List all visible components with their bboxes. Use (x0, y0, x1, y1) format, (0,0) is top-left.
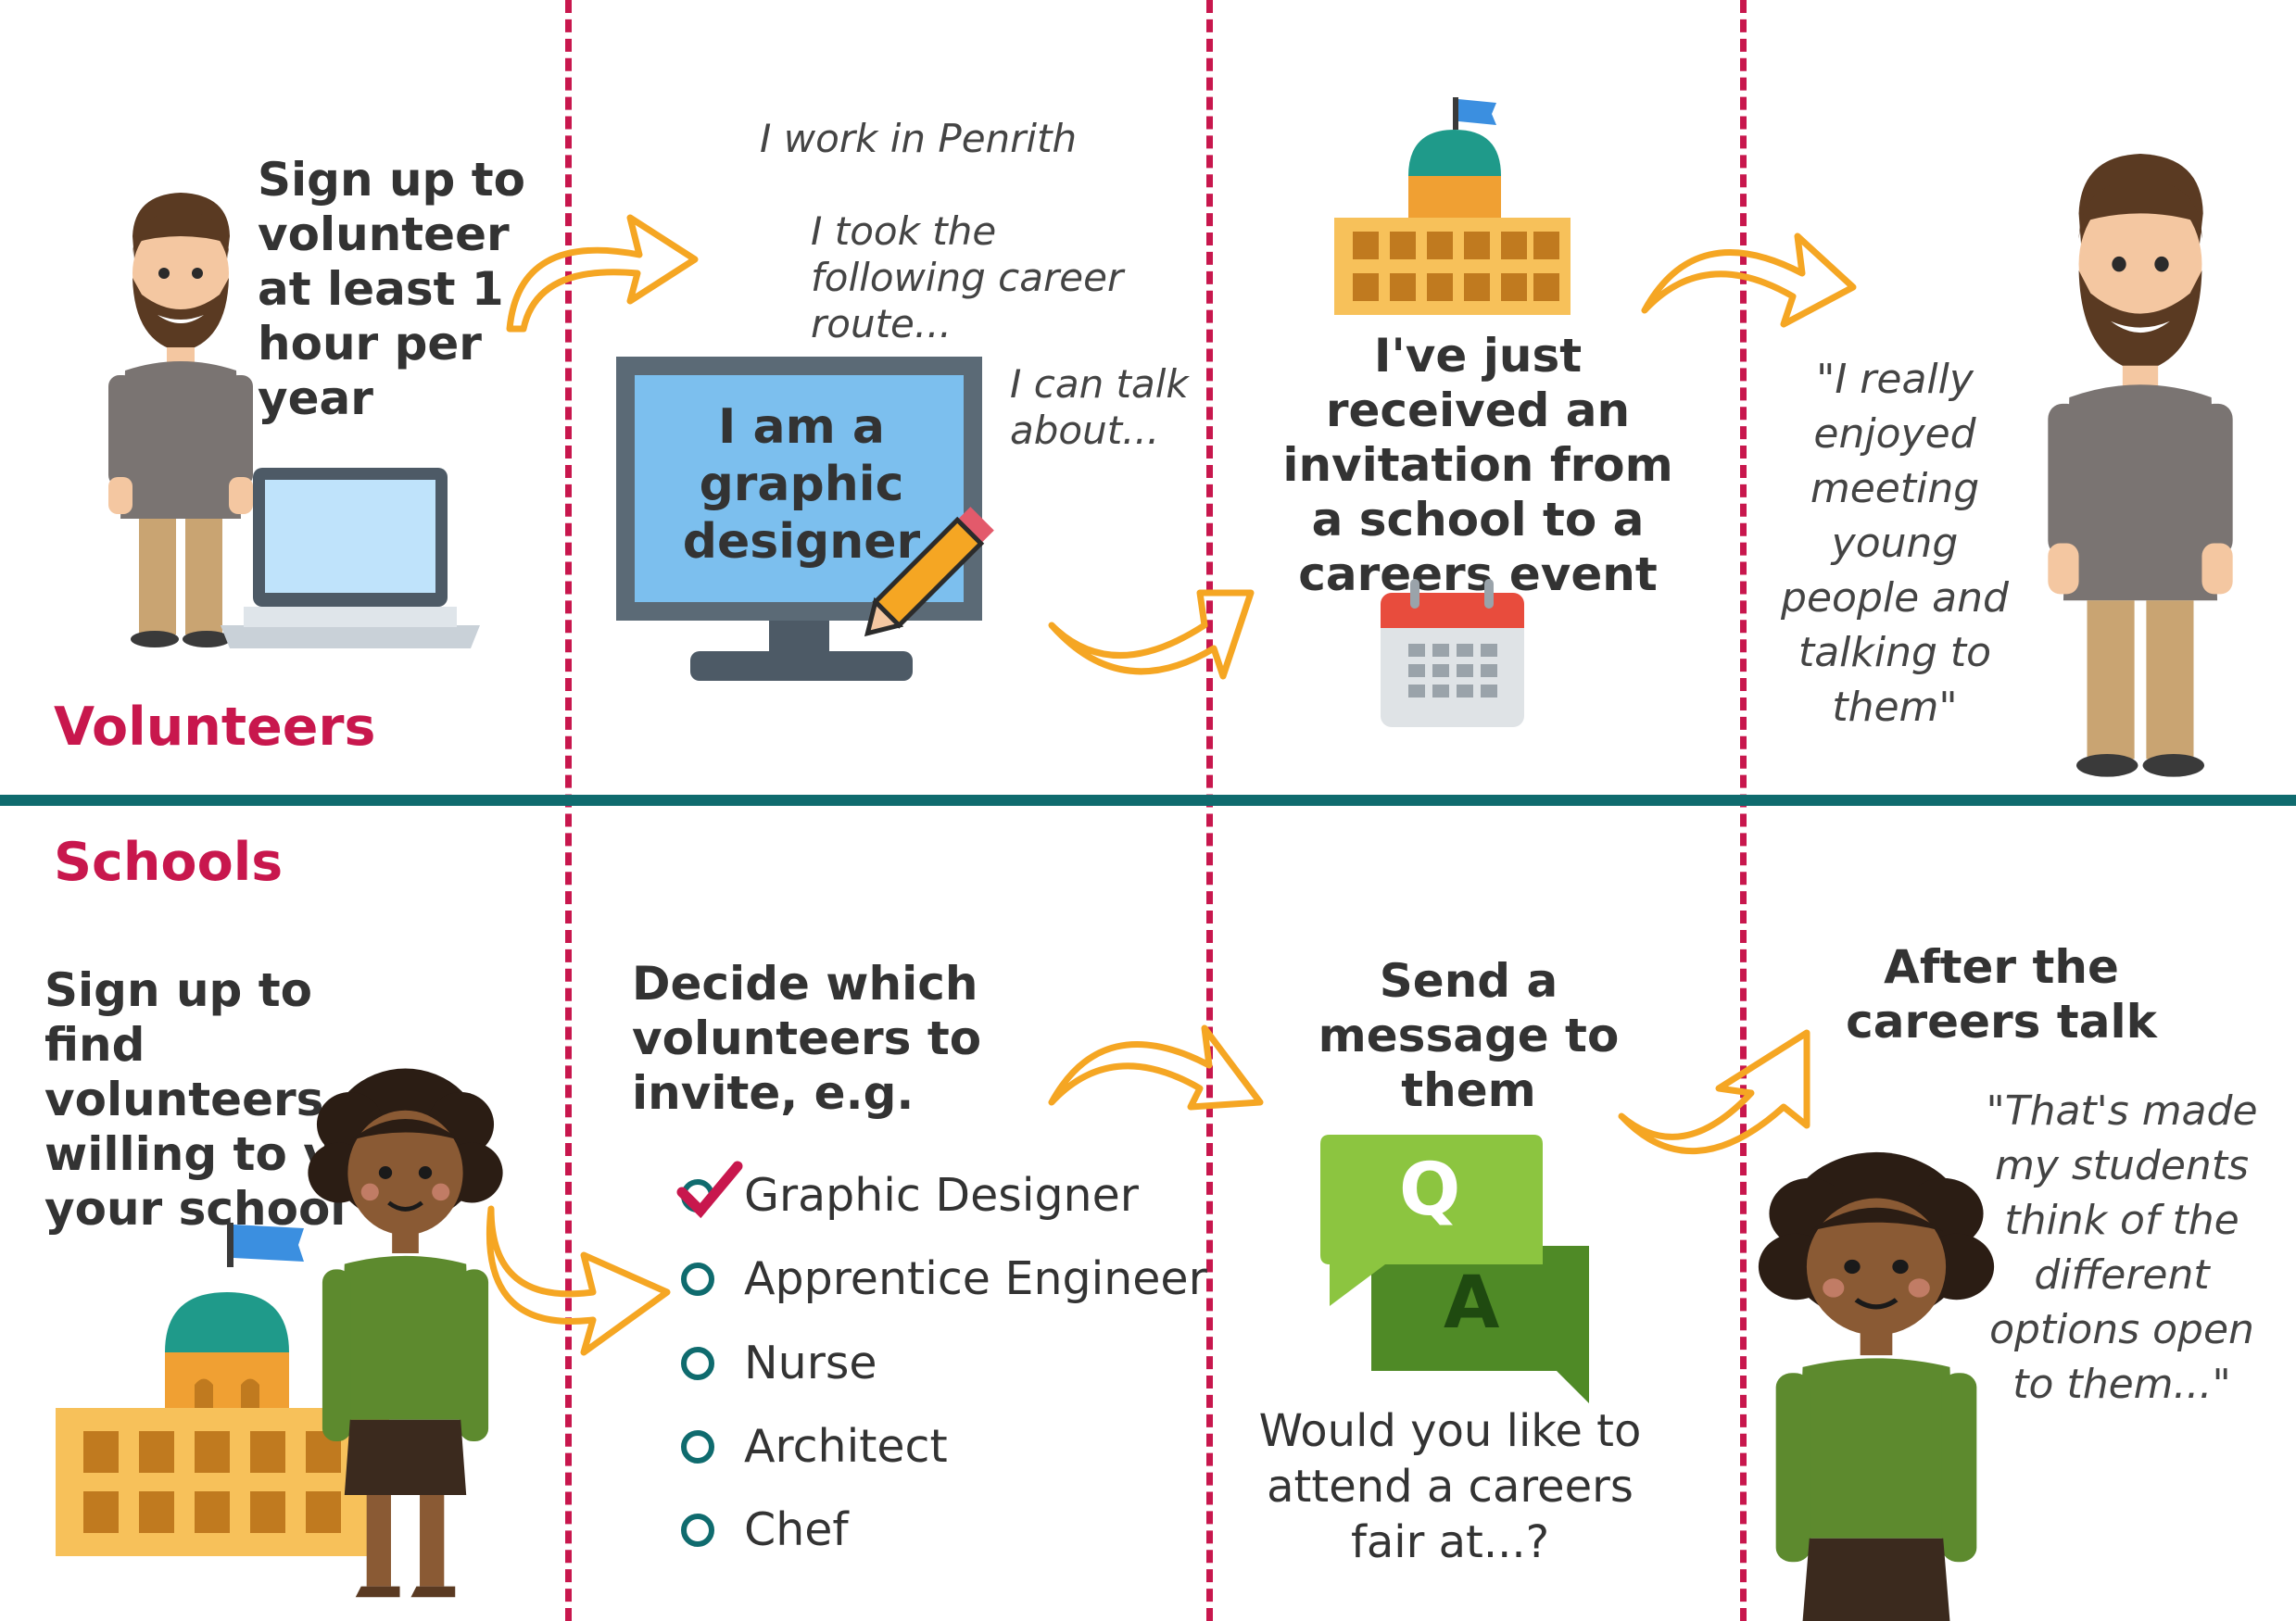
qa-bubbles-icon (1320, 1135, 1589, 1403)
school-building-icon (1334, 97, 1571, 315)
option-architect[interactable]: Architect (681, 1420, 948, 1473)
option-label: Architect (744, 1420, 948, 1473)
curved-arrow-icon (1641, 232, 1857, 328)
school-quote: "That's made my students think of the di… (1986, 1087, 2258, 1408)
talk-about-text: I can talk about... (1010, 361, 1189, 453)
message-text: Would you like to attend a careers fair … (1258, 1405, 1642, 1568)
option-chef[interactable]: Chef (681, 1503, 849, 1556)
radio-unchecked[interactable] (681, 1513, 714, 1547)
option-graphic-designer[interactable]: Graphic Designer (676, 1161, 1139, 1222)
schools-label: Schools (54, 832, 284, 893)
pencil-icon (864, 507, 994, 637)
bubble-q-text: Q (1399, 1149, 1461, 1232)
radio-unchecked[interactable] (681, 1429, 714, 1464)
curved-arrow-icon (1048, 1024, 1264, 1111)
curved-arrow-icon (506, 214, 699, 333)
option-label: Graphic Designer (744, 1169, 1139, 1222)
woman-figure-icon (1758, 1151, 1995, 1621)
column-divider-1 (565, 0, 572, 1621)
career-route-text: I took the following career route... (811, 208, 1124, 346)
curved-arrow-icon (1048, 589, 1255, 680)
section-divider (0, 795, 2296, 806)
option-label: Nurse (744, 1337, 877, 1389)
volunteer-quote: "I really enjoyed meeting young people a… (1781, 356, 2009, 731)
radio-unchecked[interactable] (681, 1346, 714, 1380)
option-nurse[interactable]: Nurse (681, 1337, 877, 1389)
send-message-heading: Send a message to them (1318, 954, 1620, 1117)
invitation-text: I've just received an invitation from a … (1282, 329, 1673, 601)
column-divider-3 (1740, 0, 1747, 1621)
option-apprentice-engineer[interactable]: Apprentice Engineer (681, 1252, 1207, 1305)
bubble-a-text: A (1444, 1262, 1500, 1345)
monitor-icon (616, 357, 982, 681)
checkmark-icon (676, 1161, 743, 1218)
curved-arrow-icon (1618, 1029, 1810, 1155)
option-label: Apprentice Engineer (744, 1252, 1207, 1305)
monitor-screen-text: I am a graphic designer (682, 399, 921, 570)
penrith-text: I work in Penrith (760, 116, 1078, 161)
man-figure-icon (2048, 153, 2233, 777)
decide-heading: Decide which volunteers to invite, e.g. (632, 957, 982, 1120)
volunteer-step1-text: Sign up to volunteer at least 1 hour per… (258, 153, 525, 425)
man-figure-icon (108, 193, 253, 647)
volunteers-label: Volunteers (54, 697, 376, 758)
option-label: Chef (744, 1503, 849, 1556)
after-talk-heading: After the careers talk (1846, 940, 2157, 1049)
column-divider-2 (1206, 0, 1213, 1621)
radio-unchecked[interactable] (681, 1262, 714, 1296)
radio-checked[interactable] (676, 1161, 743, 1218)
curved-arrow-icon (486, 1205, 671, 1356)
calendar-icon (1381, 579, 1524, 727)
woman-figure-icon (308, 1068, 503, 1598)
laptop-icon (221, 468, 480, 648)
